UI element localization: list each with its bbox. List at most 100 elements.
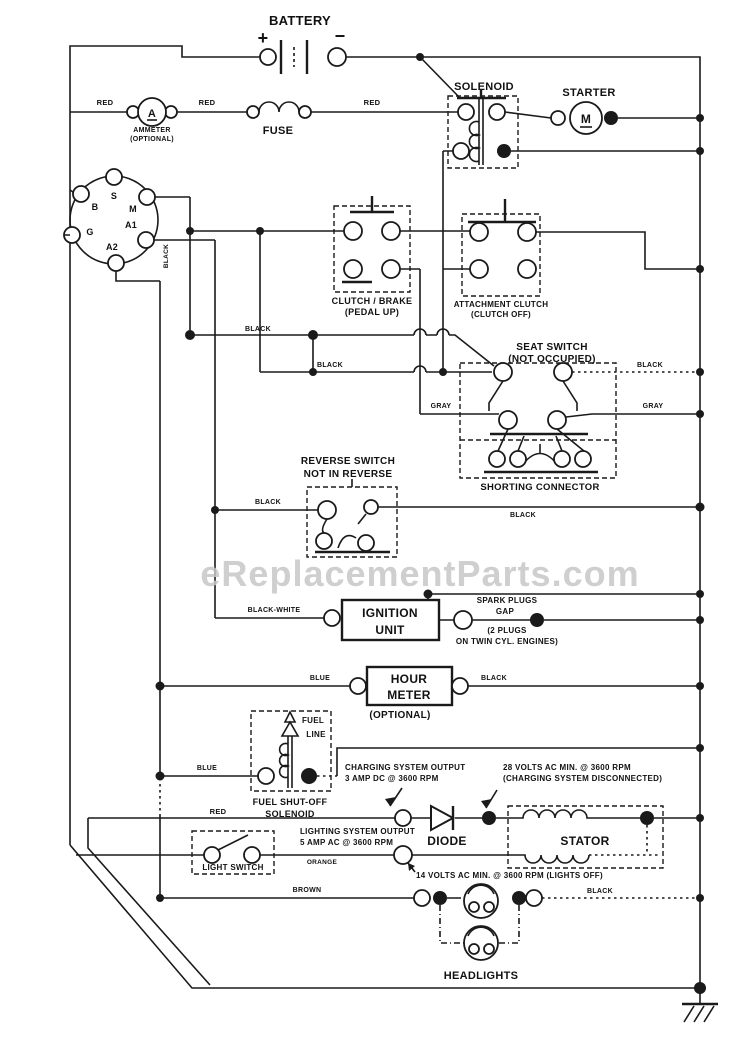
headlights-label: HEADLIGHTS (444, 970, 519, 982)
headlight-2-wires (439, 905, 520, 944)
junction-dot (696, 814, 704, 822)
diode-terminal-left (394, 809, 412, 827)
wire-label-black-headlights: BLACK (587, 888, 613, 895)
charging-output-note: CHARGING SYSTEM OUTPUT 3 AMP DC @ 3600 R… (345, 763, 465, 807)
junction-dot (695, 502, 705, 512)
clutch-brake-bar (350, 196, 394, 214)
junction-dot (155, 681, 165, 691)
clutch-brake-label-1: CLUTCH / BRAKE (332, 296, 413, 306)
wire-label-black-seat: BLACK (637, 362, 663, 369)
spark-plugs-label-3: (2 PLUGS (487, 626, 527, 635)
volts-14-note: 14 VOLTS AC MIN. @ 3600 RPM (LIGHTS OFF) (407, 862, 603, 880)
reverse-inner-contacts (321, 513, 367, 549)
headlight-bulb-2 (463, 925, 499, 961)
seat-lower-links (497, 428, 585, 452)
lighting-note-1: LIGHTING SYSTEM OUTPUT (300, 827, 415, 836)
ground-return-diagonal (69, 844, 696, 989)
hour-meter: BLUE HOUR METER BLACK (OPTIONAL) (155, 665, 704, 721)
wire-label-red-a: RED (97, 98, 114, 107)
volts14-note-text: 14 VOLTS AC MIN. @ 3600 RPM (LIGHTS OFF) (416, 871, 603, 880)
reverse-terminal-br (357, 534, 375, 552)
clutch-brake-box (333, 205, 411, 293)
terminal-s-label: S (111, 191, 117, 201)
wire-label-black-rev-left: BLACK (255, 499, 281, 506)
junction-dot (696, 590, 704, 598)
spark-plugs-label-4: ON TWIN CYL. ENGINES) (456, 637, 558, 646)
mid-distribution-wiring: BLACK BLACK (159, 151, 495, 898)
starter-wires (504, 111, 700, 119)
wire-label-gray-left: GRAY (431, 403, 452, 410)
seat-switch-box (459, 362, 617, 479)
headlight-bulb-1-socket-r (483, 901, 495, 913)
attachment-clutch-switch: ATTACHMENT CLUTCH (CLUTCH OFF) (443, 199, 704, 319)
charging-dc-wire (336, 747, 700, 776)
attachment-clutch-label-2: (CLUTCH OFF) (471, 310, 531, 319)
shorting-terminal-1 (488, 450, 506, 468)
shorting-terminal-4 (574, 450, 592, 468)
seat-terminal-left (493, 362, 513, 382)
ignition-key-switch: B S M G A1 A2 BLACK (63, 168, 215, 282)
fuel-solenoid-stem (287, 736, 293, 788)
terminal-a1 (137, 231, 155, 249)
starter-solenoid: SOLENOID (416, 53, 704, 169)
fuel-line-label-1: FUEL (302, 716, 324, 725)
headlight-bulb-2-socket-r (483, 943, 495, 955)
ammeter: A RED RED AMMETER (OPTIONAL) (70, 97, 247, 143)
terminal-a1-label: A1 (125, 220, 137, 230)
solenoid-plunger (478, 99, 484, 165)
wire-label-black-rev-right: BLACK (510, 512, 536, 519)
headlight-dot-1 (433, 891, 447, 905)
junction-dot (156, 894, 164, 902)
junction-dot (696, 894, 704, 902)
wire-label-black-hour: BLACK (481, 675, 507, 682)
light-switch-terminal-right (243, 846, 261, 864)
seat-switch: SEAT SWITCH (NOT OCCUPIED) BLACK GRAY GR… (420, 342, 704, 493)
hour-meter-terminal-left (349, 677, 367, 695)
fuse-element (258, 101, 300, 113)
battery-minus-sign: − (335, 26, 346, 46)
wire-label-brown: BROWN (293, 887, 322, 894)
attachment-terminal-tl (469, 222, 489, 242)
terminal-a2 (107, 254, 125, 272)
clutch-terminal-tl (343, 221, 363, 241)
reverse-switch: REVERSE SWITCH NOT IN REVERSE BLACK BLAC… (215, 456, 705, 558)
wire-label-black-white: BLACK-WHITE (248, 607, 301, 614)
wire-label-red-bottom: RED (210, 807, 227, 816)
spark-plug-terminal (453, 610, 473, 630)
headlight-terminal-1 (413, 889, 431, 907)
seat-inner-circle-right (547, 410, 567, 430)
solenoid-terminal-small-left (452, 142, 470, 160)
light-switch-terminal-left (203, 846, 221, 864)
starter-label: STARTER (562, 87, 615, 99)
wire-label-red-c: RED (364, 98, 381, 107)
wire-label-red-b: RED (199, 98, 216, 107)
lighting-note: LIGHTING SYSTEM OUTPUT 5 AMP AC @ 3600 R… (300, 827, 415, 847)
battery-label: BATTERY (269, 13, 331, 28)
wire-label-black-335: BLACK (245, 326, 271, 333)
light-switch-arm (217, 834, 249, 851)
stator-bottom-coil (412, 854, 590, 864)
headlight-bulb-1-socket-l (468, 901, 480, 913)
junction-dot (308, 330, 318, 340)
key-switch-stubs (64, 189, 215, 282)
shorting-connector-arc (523, 444, 557, 464)
junction-dot (696, 682, 704, 690)
hour-meter-box (365, 665, 454, 707)
light-switch-box (191, 830, 275, 875)
reverse-terminal-bl (315, 532, 333, 550)
battery: BATTERY + − (258, 13, 347, 74)
junction-dot (696, 744, 704, 752)
starter-symbol: M (581, 112, 591, 126)
wire-label-black-372: BLACK (317, 362, 343, 369)
attachment-terminal-br (517, 259, 537, 279)
junction-dot (696, 616, 704, 624)
spark-plugs-label-1: SPARK PLUGS (477, 596, 538, 605)
terminal-g-label: G (86, 227, 93, 237)
ignition-unit-terminal-left (323, 609, 341, 627)
reverse-terminal-tl (317, 500, 337, 520)
diode-output-dot (482, 811, 496, 825)
fuse-terminal-left (246, 105, 260, 119)
diode-triangle (430, 804, 456, 832)
terminal-b-label: B (92, 202, 99, 212)
hour-meter-label-1: HOUR (391, 672, 428, 686)
